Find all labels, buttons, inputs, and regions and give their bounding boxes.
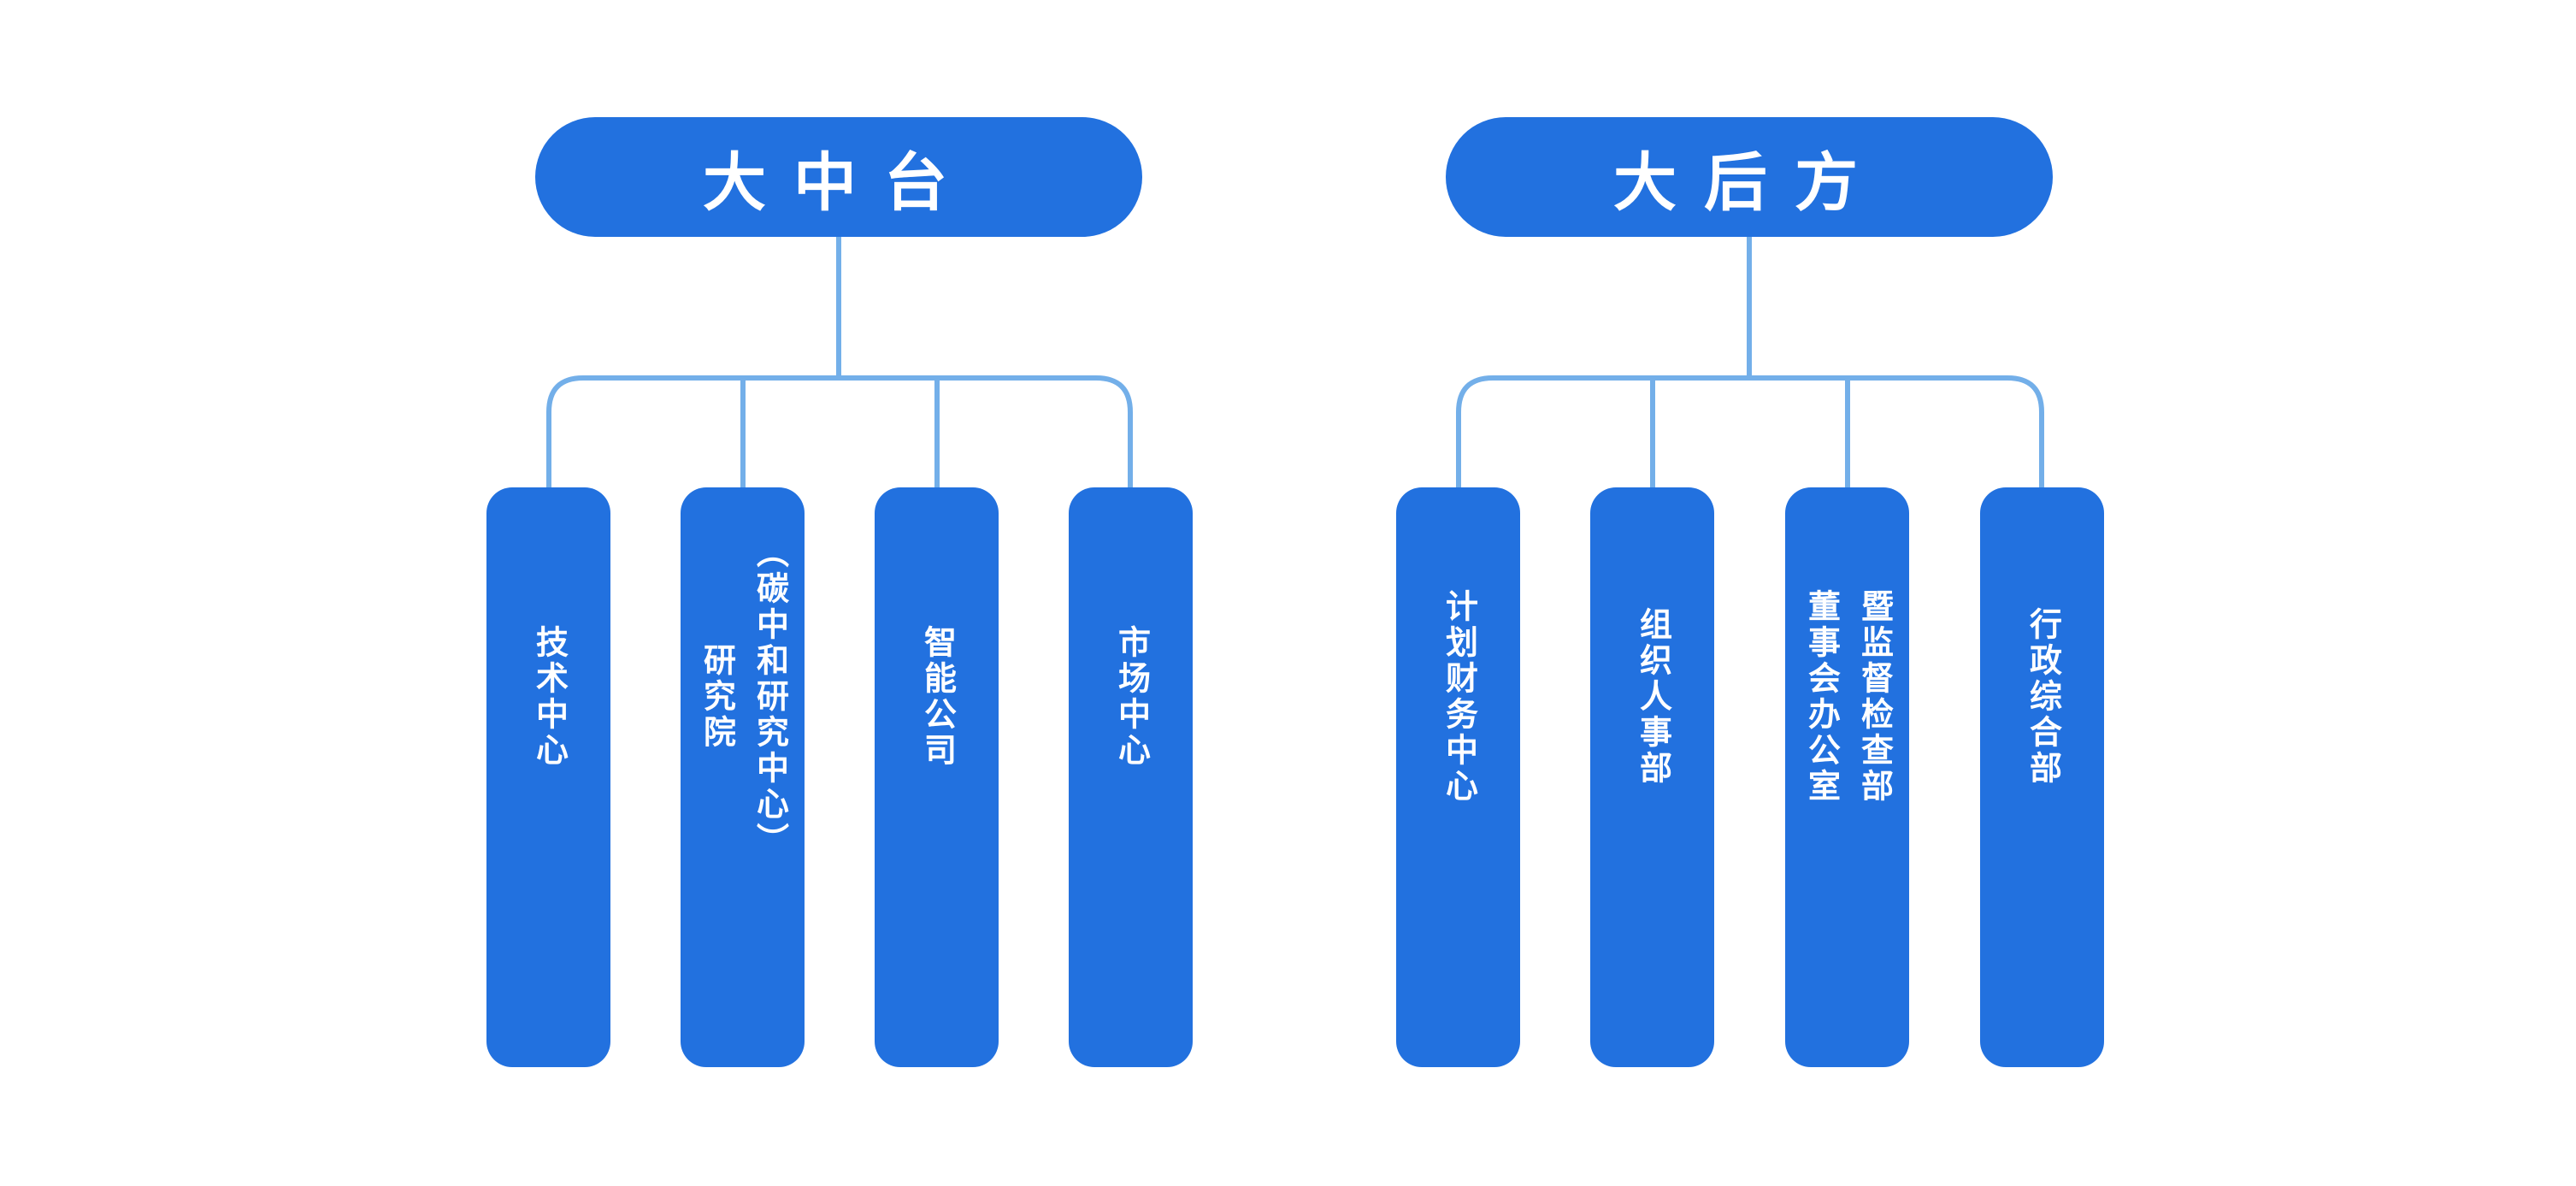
node-label-line: 组织人事部 xyxy=(1634,607,1671,787)
node-label: 行政综合部 xyxy=(2016,607,2069,787)
parent-node-label: 大中台 xyxy=(703,146,975,218)
child-node-research-institute: 研究院 （碳中和研究中心） xyxy=(681,487,805,1067)
node-label: 智能公司 xyxy=(911,625,964,769)
node-label: 研究院 （碳中和研究中心） xyxy=(690,535,796,859)
child-node-admin-general-dept: 行政综合部 xyxy=(1980,487,2104,1067)
child-node-organization-hr-dept: 组织人事部 xyxy=(1590,487,1714,1067)
node-label: 技术中心 xyxy=(522,625,575,769)
node-label-line: 董事会办公室 xyxy=(1802,589,1839,805)
parent-node-label: 大后方 xyxy=(1613,146,1885,218)
node-label: 计划财务中心 xyxy=(1432,589,1485,805)
node-label-line: 暨监督检查部 xyxy=(1855,589,1892,805)
node-label: 组织人事部 xyxy=(1626,607,1679,787)
child-node-planning-finance-center: 计划财务中心 xyxy=(1396,487,1520,1067)
node-label-line: 计划财务中心 xyxy=(1440,589,1477,805)
node-label: 市场中心 xyxy=(1105,625,1158,769)
child-node-market-center: 市场中心 xyxy=(1069,487,1193,1067)
connector-right-bracket xyxy=(1456,375,2044,489)
node-label-line: （碳中和研究中心） xyxy=(751,535,787,859)
child-node-technology-center: 技术中心 xyxy=(486,487,610,1067)
node-label-line: 研究院 xyxy=(698,643,734,751)
node-label-line: 市场中心 xyxy=(1112,625,1149,769)
connector-left-bracket xyxy=(546,375,1133,489)
parent-node-da-zhong-tai: 大中台 xyxy=(535,117,1142,237)
node-label-line: 行政综合部 xyxy=(2024,607,2060,787)
node-label-line: 技术中心 xyxy=(530,625,567,769)
child-node-intelligent-company: 智能公司 xyxy=(875,487,999,1067)
parent-node-da-hou-fang: 大后方 xyxy=(1446,117,2053,237)
node-label: 董事会办公室 暨监督检查部 xyxy=(1795,589,1901,805)
child-node-board-office-supervision-dept: 董事会办公室 暨监督检查部 xyxy=(1785,487,1909,1067)
node-label-line: 智能公司 xyxy=(918,625,955,769)
